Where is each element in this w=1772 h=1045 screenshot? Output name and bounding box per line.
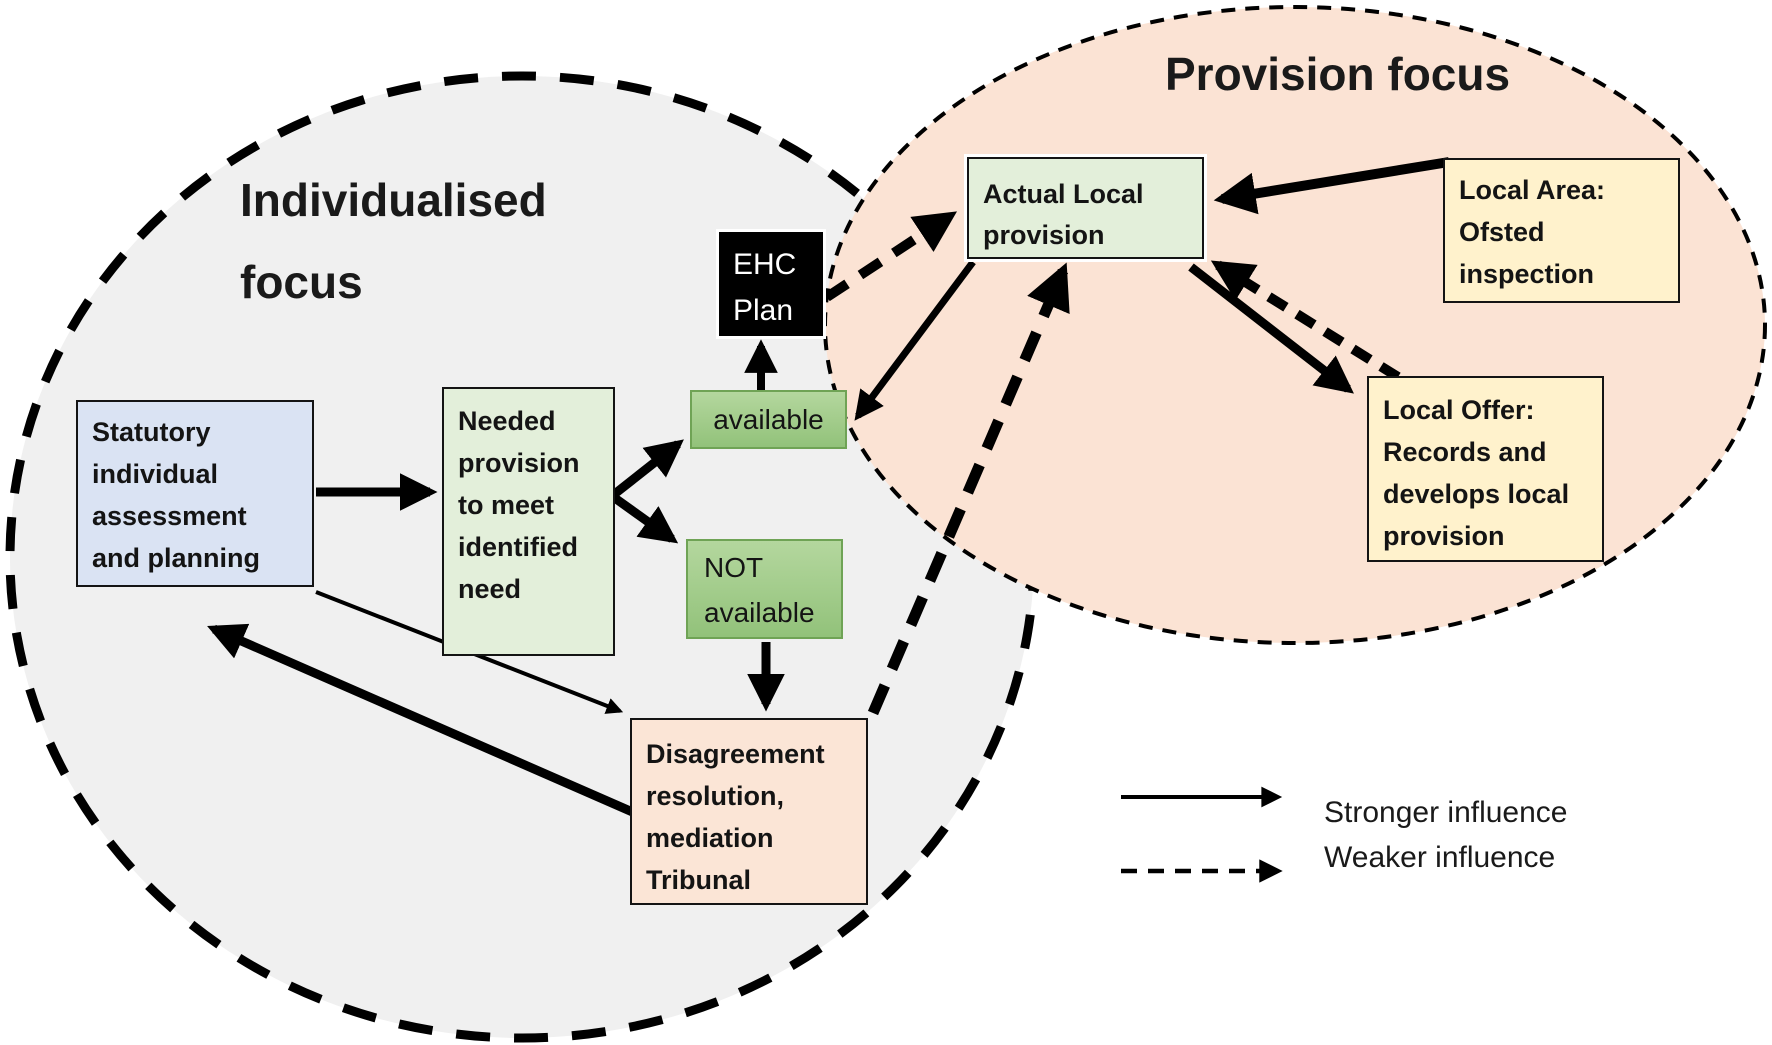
box-not-available: NOT available <box>686 539 843 639</box>
arrow-disagreement-to-actual-local <box>867 262 1070 716</box>
box-disagreement-resolution: Disagreement resolution, mediation Tribu… <box>630 718 868 905</box>
box-needed-provision: Needed provision to meet identified need <box>442 387 615 656</box>
legend-weaker-label: Weaker influence <box>1324 841 1556 874</box>
arrow-needed-to-not-available <box>609 492 679 544</box>
box-local-area-ofsted: Local Area: Ofsted inspection <box>1443 158 1680 303</box>
box-actual-local-provision: Actual Local provision <box>964 154 1207 262</box>
arrow-ehc-plan-to-actual-local <box>824 211 958 302</box>
arrow-local-area-to-actual-local <box>1213 157 1450 215</box>
box-local-offer: Local Offer: Records and develops local … <box>1367 376 1604 562</box>
box-ehc-plan: EHC Plan <box>716 229 826 339</box>
arrow-needed-to-available <box>609 439 684 500</box>
arrow-actual-local-to-available <box>854 259 976 421</box>
individualised-focus-title: Individualised focus <box>240 174 547 308</box>
arrow-disagreement-to-statutory <box>207 623 639 819</box>
box-statutory-individual-assessment: Statutory individual assessment and plan… <box>76 400 314 587</box>
legend-stronger-label: Stronger influence <box>1324 796 1568 829</box>
arrow-local-offer-to-actual-local <box>1210 260 1401 382</box>
box-available: available <box>690 390 847 449</box>
provision-focus-title: Provision focus <box>1165 48 1511 100</box>
